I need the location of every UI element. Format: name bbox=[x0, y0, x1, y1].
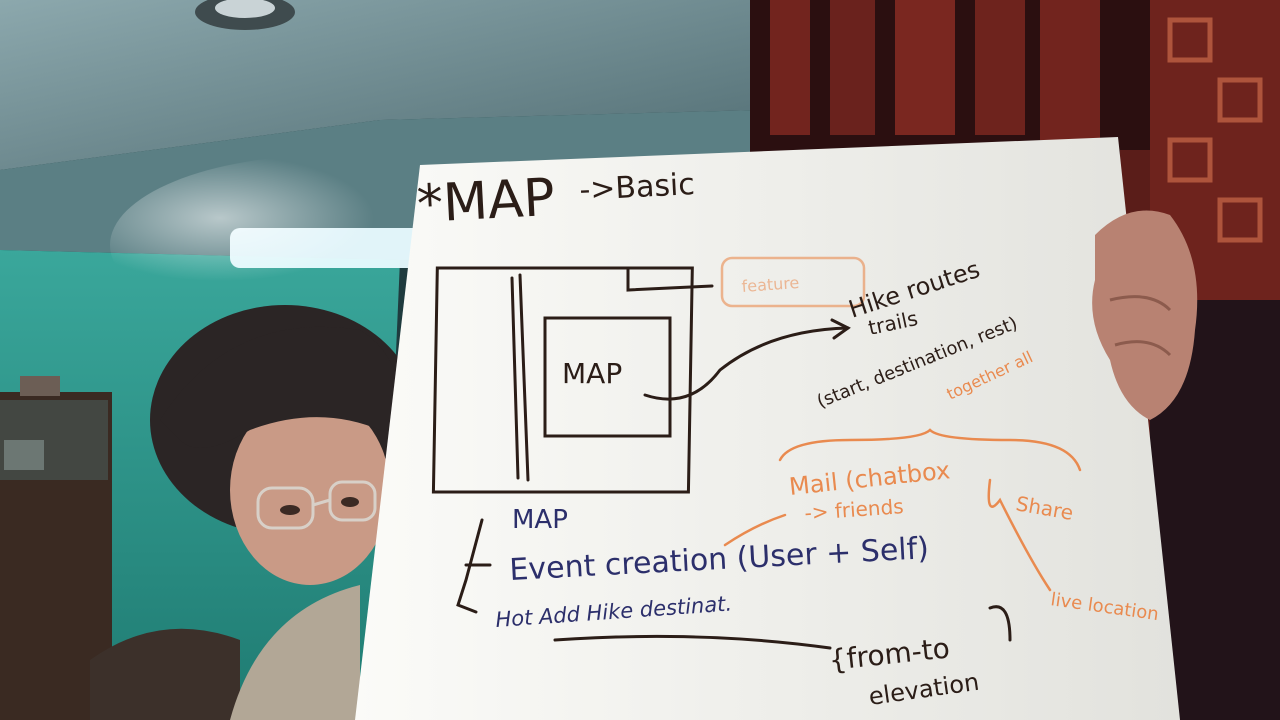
bed-headboard bbox=[90, 628, 240, 720]
list-bracket bbox=[456, 518, 484, 614]
wireframe-corner-panel bbox=[626, 268, 714, 292]
features-box bbox=[720, 256, 866, 308]
face bbox=[230, 395, 390, 585]
wireframe-outer-frame bbox=[431, 266, 694, 494]
underline-destination bbox=[553, 634, 832, 650]
orange-arrow bbox=[723, 513, 787, 547]
wireframe-map-box bbox=[543, 316, 672, 438]
map-box-label: MAP bbox=[562, 357, 622, 390]
hand bbox=[1092, 210, 1198, 420]
person bbox=[150, 305, 420, 720]
arrow-to-note bbox=[643, 326, 850, 401]
curly-brace-orange bbox=[778, 428, 1082, 472]
wireframe-drawing bbox=[431, 266, 1012, 650]
glasses bbox=[256, 480, 377, 530]
ceiling-fixture bbox=[195, 0, 295, 30]
cabinet bbox=[0, 376, 112, 720]
shoulder bbox=[230, 585, 360, 720]
list-item-map: MAP bbox=[512, 505, 568, 535]
orange-annotations bbox=[720, 256, 1082, 592]
paper-sheet bbox=[355, 137, 1180, 720]
wireframe-sidebar-divider bbox=[518, 273, 530, 482]
orange-features: feature bbox=[741, 273, 800, 296]
sketch-title-suffix: ->Basic bbox=[579, 167, 696, 208]
sketch-title: *MAP bbox=[416, 168, 557, 235]
ceiling bbox=[0, 0, 780, 170]
